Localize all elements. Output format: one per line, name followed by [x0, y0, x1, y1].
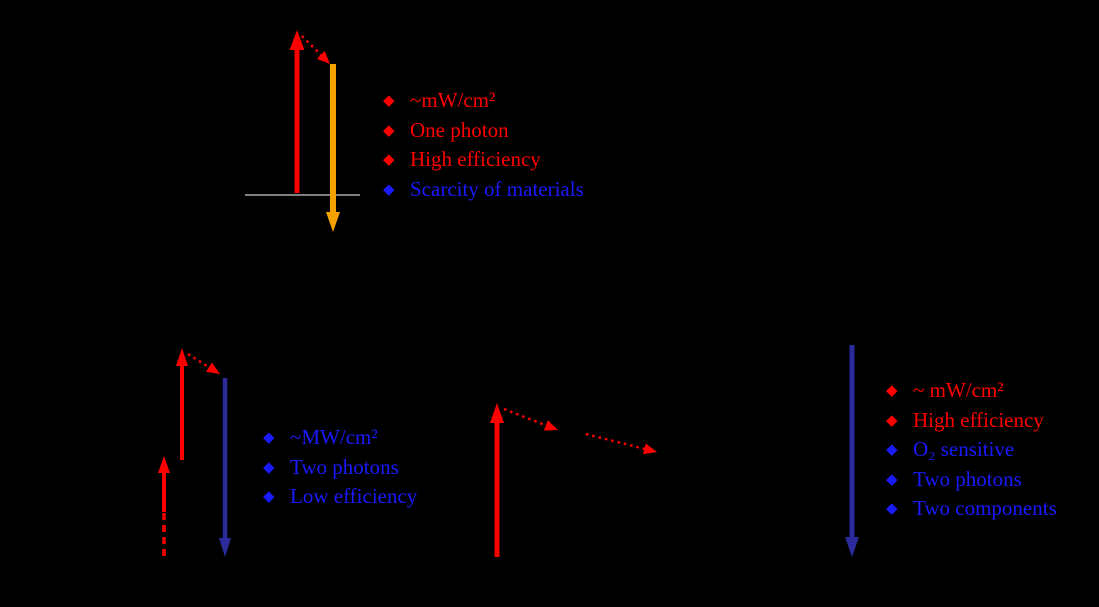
note-text: High efficiency	[913, 407, 1044, 432]
emitter-emission-diagram	[845, 345, 859, 557]
photon2-arrowhead-icon	[176, 348, 188, 366]
diamond-bullet-icon: ◆	[886, 499, 898, 518]
diamond-bullet-icon: ◆	[383, 91, 395, 110]
note-item: ◆ Two photons	[263, 453, 417, 483]
diamond-bullet-icon: ◆	[886, 469, 898, 488]
diamond-bullet-icon: ◆	[383, 120, 395, 139]
note-item: ◆ High efficiency	[383, 145, 584, 175]
emission-arrowhead-icon	[326, 212, 340, 232]
two-photon-notes-list: ◆ ~MW/cm² ◆ Two photons ◆ Low efficiency	[263, 423, 417, 512]
note-text: Scarcity of materials	[410, 176, 584, 201]
note-text: Two photons	[913, 466, 1022, 491]
note-item: ◆ Two components	[886, 494, 1057, 524]
note-item: ◆ High efficiency	[886, 406, 1057, 436]
one-photon-notes-list: ◆ ~mW/cm² ◆ One photon ◆ High efficiency…	[383, 86, 584, 204]
diamond-bullet-icon: ◆	[886, 440, 898, 459]
relaxation-arrowhead-icon	[316, 50, 330, 64]
note-text: High efficiency	[410, 147, 541, 172]
energy-transfer-arrowhead-icon	[643, 443, 657, 455]
photon1-arrowhead-icon	[158, 456, 170, 473]
note-text: Low efficiency	[290, 484, 418, 509]
note-item: ◆ Two photons	[886, 465, 1057, 495]
diamond-bullet-icon: ◆	[263, 457, 275, 476]
note-item: ◆ One photon	[383, 116, 584, 146]
diamond-bullet-icon: ◆	[263, 428, 275, 447]
upconverted-emission-arrowhead-icon	[219, 538, 231, 557]
diamond-bullet-icon: ◆	[263, 487, 275, 506]
note-text: One photon	[410, 117, 509, 142]
note-item: ◆ ~MW/cm²	[263, 423, 417, 453]
absorption-arrowhead-icon	[289, 30, 305, 50]
note-text: ~ mW/cm²	[913, 378, 1004, 403]
note-text: Two components	[913, 496, 1057, 521]
emission-arrowhead-icon	[845, 537, 859, 557]
isc-dotted-arrow	[503, 407, 551, 429]
diamond-bullet-icon: ◆	[886, 381, 898, 400]
note-item: ◆ ~mW/cm²	[383, 86, 584, 116]
excitation-arrowhead-icon	[490, 403, 504, 423]
sensitizer-excitation-diagram	[490, 403, 657, 557]
diamond-bullet-icon: ◆	[383, 150, 395, 169]
note-text: ~MW/cm²	[290, 425, 378, 450]
tta-notes-list: ◆ ~ mW/cm² ◆ High efficiency ◆ O₂ sensit…	[886, 376, 1057, 524]
note-item: ◆ O₂ sensitive	[886, 435, 1057, 465]
note-text: O₂ sensitive	[913, 437, 1015, 462]
note-item: ◆ Scarcity of materials	[383, 175, 584, 205]
note-text: Two photons	[290, 454, 399, 479]
energy-transfer-dotted-arrow	[585, 432, 650, 452]
isc-arrowhead-icon	[543, 420, 558, 431]
note-item: ◆ ~ mW/cm²	[886, 376, 1057, 406]
note-item: ◆ Low efficiency	[263, 482, 417, 512]
note-text: ~mW/cm²	[410, 88, 496, 113]
relaxation-arrowhead-icon	[206, 362, 220, 374]
two-photon-process-diagram	[158, 348, 231, 557]
one-photon-process-diagram	[245, 30, 360, 232]
diamond-bullet-icon: ◆	[383, 179, 395, 198]
diamond-bullet-icon: ◆	[886, 410, 898, 429]
